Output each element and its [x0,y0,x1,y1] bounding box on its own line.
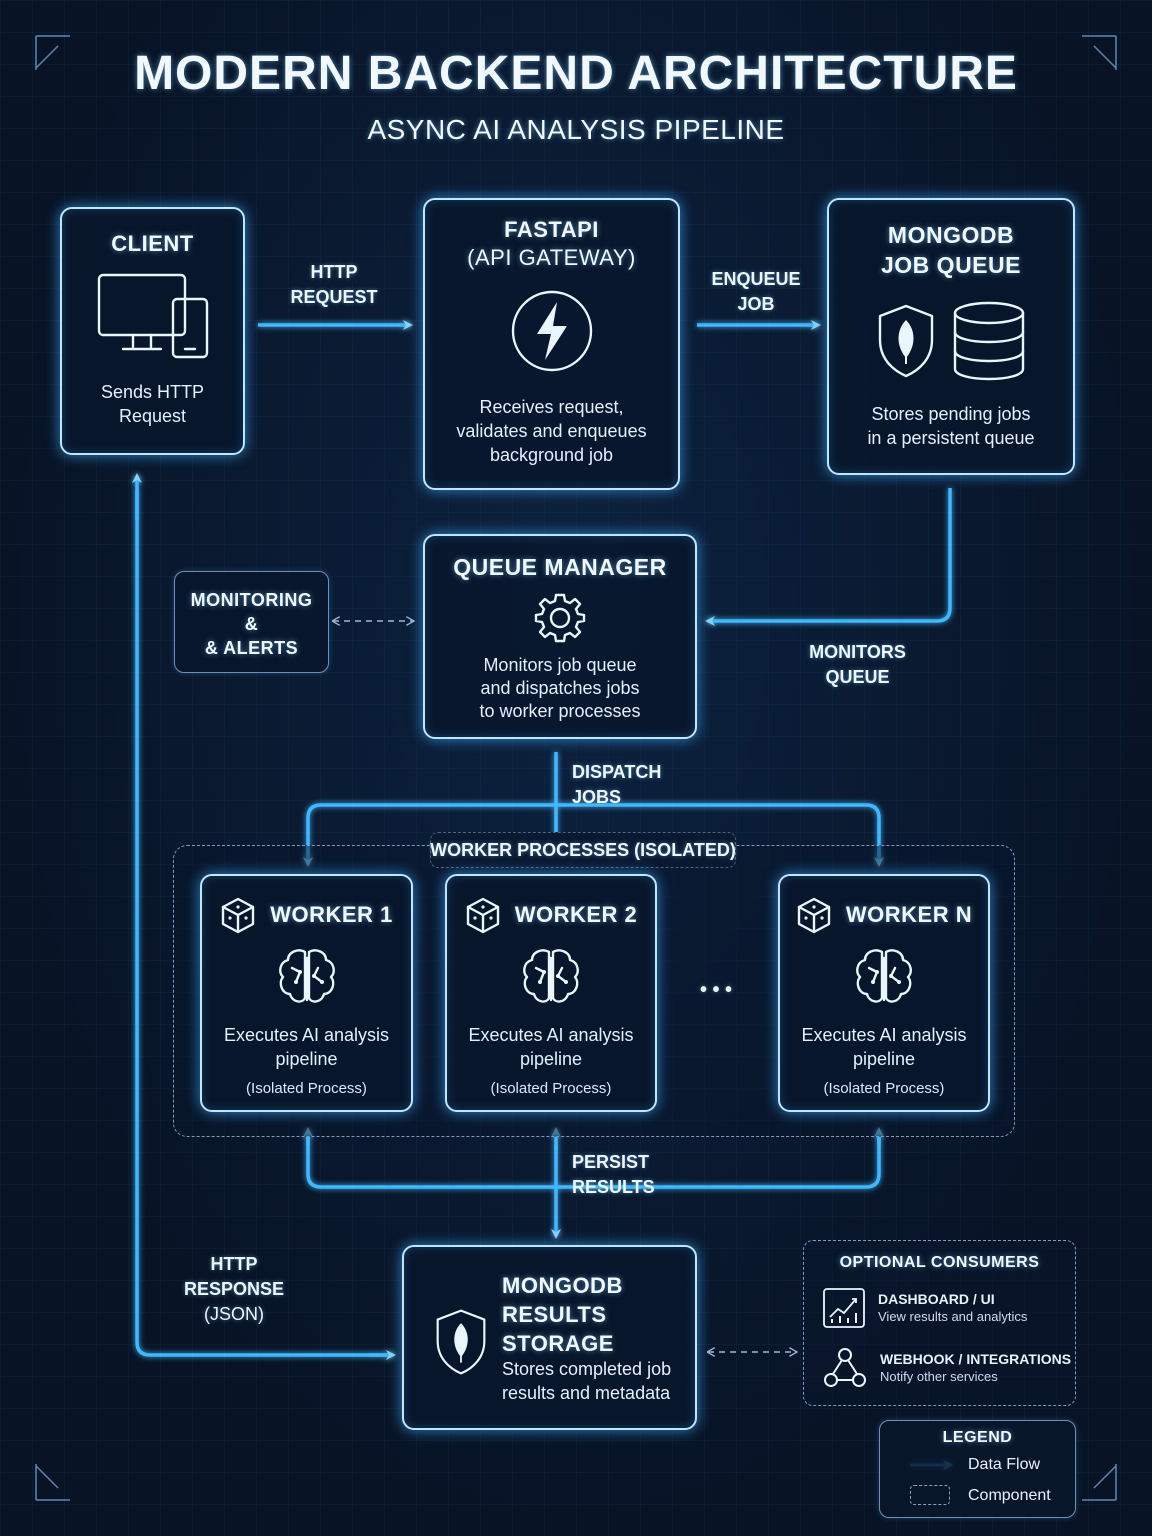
legend-component: Component [968,1487,1051,1504]
worker-desc-line: Executes AI analysis [223,1025,390,1045]
job-queue-desc-line: Stores pending jobs [871,404,1031,424]
queue-manager-desc-line: to worker processes [479,701,641,721]
consumers-box: OPTIONAL CONSUMERS DASHBOARD / UI View r… [803,1240,1076,1406]
consumer-desc: Notify other services [880,1369,998,1384]
worker-desc-line: pipeline [519,1049,583,1069]
consumer-item-webhook[interactable]: WEBHOOK / INTEGRATIONS Notify other serv… [822,1345,1071,1391]
client-desc-line: Sends HTTP [100,382,205,402]
leaf-shield-icon [436,1309,486,1375]
label-dispatch-jobs: DISPATCH JOBS [572,762,662,807]
consumer-desc: View results and analytics [878,1309,1028,1324]
brain-icon [278,949,335,1003]
brain-icon [856,949,912,1003]
leaf-shield-icon [878,304,934,378]
worker-desc-line: Executes AI analysis [801,1025,967,1045]
lightning-icon [511,290,592,372]
page-subtitle: ASYNC AI ANALYSIS PIPELINE [367,114,785,145]
worker-title: WORKER 1 [270,902,393,927]
fastapi-title: FASTAPI(API GATEWAY) [467,217,636,270]
job-queue-desc-line: in a persistent queue [867,428,1035,448]
queue-manager-desc-line: and dispatches jobs [480,678,640,698]
worker-box[interactable]: WORKER N Executes AI analysis pipeline (Iso… [778,874,990,1112]
queue-manager-box[interactable]: QUEUE MANAGER Monitors job queue and dis… [423,534,697,739]
monitoring-line: & [244,614,259,634]
webhook-icon [824,1348,866,1387]
page-title: MODERN BACKEND ARCHITECTURE [134,47,1018,100]
legend-title: LEGEND [942,1429,1013,1446]
worker-title: WORKER N [845,902,973,927]
fastapi-desc-line: validates and enqueues [456,421,647,441]
worker-group-label-box [430,832,736,868]
queue-manager-title: QUEUE MANAGER [453,554,667,580]
gear-icon [534,593,586,643]
chart-icon [823,1288,865,1328]
cube-icon [466,897,499,934]
client-desc-line: Request [118,406,187,426]
label-http-response: HTTP RESPONSE (JSON) [183,1254,285,1324]
worker-ellipsis: • • • [699,979,733,1001]
worker-desc-line: pipeline [275,1049,338,1069]
worker-note: (Isolated Process) [823,1080,945,1097]
worker-group-label: WORKER PROCESSES (ISOLATED) [430,840,736,860]
consumer-title: DASHBOARD / UI [878,1291,995,1307]
arrow-monitors-queue [705,488,952,626]
devices-icon [97,273,208,359]
results-desc-line: Stores completed job [502,1359,672,1379]
worker-note: (Isolated Process) [490,1080,612,1097]
client-box[interactable]: CLIENT Sends HTTP Request [60,207,245,455]
monitoring-box[interactable]: MONITORING & & ALERTS [174,571,329,673]
label-persist-results: PERSIST RESULTS [572,1152,655,1197]
fastapi-box[interactable]: FASTAPI(API GATEWAY) Receives request, v… [423,198,680,490]
worker-note: (Isolated Process) [246,1080,367,1097]
consumer-item-dashboard[interactable]: DASHBOARD / UI View results and analytic… [822,1287,1027,1329]
legend-component-swatch [910,1485,950,1505]
cube-icon [222,897,255,934]
legend-box: LEGEND Data Flow Component [879,1420,1076,1518]
results-desc-line: results and metadata [502,1383,671,1403]
database-icon [953,301,1025,381]
legend-data-flow: Data Flow [968,1456,1041,1473]
fastapi-desc-line: Receives request, [479,397,624,417]
worker-box[interactable]: WORKER 1 Executes AI analysis pipeline (Iso… [200,874,413,1112]
worker-box[interactable]: WORKER 2 Executes AI analysis pipeline (Iso… [445,874,657,1112]
queue-manager-desc-line: Monitors job queue [483,655,637,675]
consumers-title: OPTIONAL CONSUMERS [839,1254,1040,1271]
brain-icon [523,949,579,1003]
worker-desc-line: Executes AI analysis [468,1025,634,1045]
worker-desc-line: pipeline [852,1049,916,1069]
client-title: CLIENT [111,231,194,256]
worker-title: WORKER 2 [514,902,638,927]
fastapi-desc-line: background job [489,445,614,465]
monitoring-line: MONITORING [190,590,313,610]
monitoring-line: & ALERTS [204,638,299,658]
consumer-title: WEBHOOK / INTEGRATIONS [880,1351,1072,1367]
cube-icon [797,897,831,934]
